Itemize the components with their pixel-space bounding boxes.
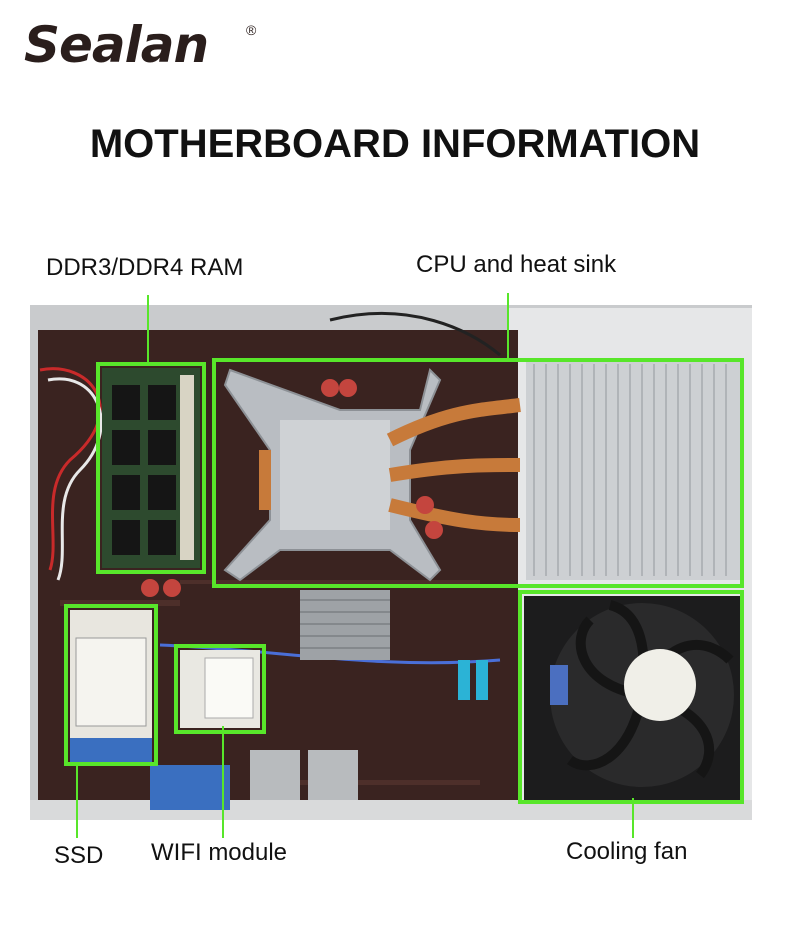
- fan-highlight: [518, 590, 744, 804]
- heat-sink: [526, 360, 740, 580]
- cpu-label: CPU and heat sink: [416, 251, 617, 278]
- ssd-connector: [70, 738, 152, 762]
- white-cable: [47, 377, 103, 581]
- vga-port: [150, 765, 230, 810]
- fan-label: Cooling fan: [566, 838, 688, 865]
- ram-chips: [112, 385, 176, 555]
- motherboard-photo: [30, 305, 752, 820]
- highlight-boxes: [64, 358, 744, 804]
- ssd-sticker: [75, 637, 147, 727]
- page-title: MOTHERBOARD INFORMATION: [89, 122, 701, 166]
- heat-pipe-3: [388, 498, 521, 532]
- usb-port-2: [308, 750, 358, 800]
- ram-slot: [180, 375, 194, 560]
- usb-port-1: [250, 750, 300, 800]
- red-cable: [39, 367, 102, 571]
- leader-lines: [76, 293, 634, 838]
- cpu-cooler-base: [280, 420, 390, 530]
- heat-sink-fins: [533, 364, 727, 576]
- fan-cable: [550, 665, 568, 705]
- cpu-highlight: [212, 358, 744, 588]
- brand-logo: Sealan: [24, 16, 209, 74]
- wifi-sticker: [204, 657, 254, 719]
- sata-port-1: [458, 660, 470, 700]
- registered-mark: ®: [246, 22, 257, 38]
- chipset-fins: [300, 599, 390, 649]
- wifi-label: WIFI module: [151, 839, 288, 866]
- ssd-label: SSD: [54, 842, 104, 869]
- heat-pipe-2: [388, 458, 521, 482]
- ram-highlight: [96, 362, 206, 574]
- sata-port-2: [476, 660, 488, 700]
- ram-label: DDR3/DDR4 RAM: [46, 254, 244, 281]
- fan-hub-sticker: [624, 649, 696, 721]
- pcb-traces: [60, 580, 480, 785]
- wifi-highlight: [174, 644, 266, 734]
- ssd-highlight: [64, 604, 158, 766]
- heat-pipe-1: [386, 398, 521, 447]
- capacitors: [141, 379, 443, 597]
- black-cable: [329, 311, 501, 357]
